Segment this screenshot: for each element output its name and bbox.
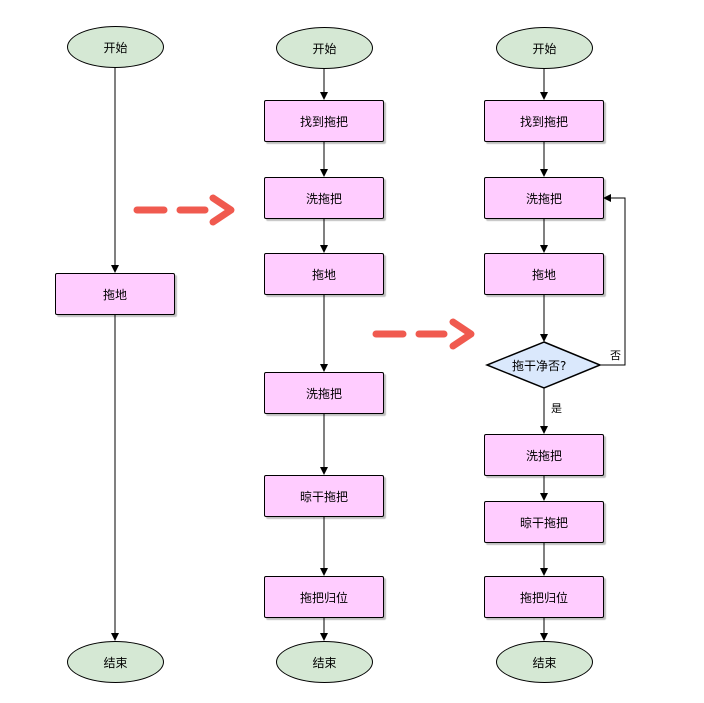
decision-diamond (484, 341, 602, 389)
flow2-mop-step: 拖地 (264, 253, 384, 295)
flow3-dry-mop-step: 晾干拖把 (484, 501, 604, 543)
flow2-return-mop-step: 拖把归位 (264, 576, 384, 618)
flow1-end-terminal: 结束 (67, 641, 164, 683)
flow3-end-terminal: 结束 (496, 641, 593, 683)
transition-arrow-1 (133, 194, 235, 226)
flow3-no-branch-label: 否 (610, 349, 621, 362)
flow1-start-terminal: 开始 (67, 26, 164, 68)
connector-decision-no-loop (600, 194, 626, 366)
flow1-mop-step: 拖地 (55, 273, 175, 315)
flow3-wash-mop-again-step: 洗拖把 (484, 434, 604, 476)
flow3-decision-label: 拖干净否? (512, 359, 567, 373)
flow2-dry-mop-step: 晾干拖把 (264, 475, 384, 517)
flow3-wash-mop-step: 洗拖把 (484, 177, 604, 219)
flow2-end-terminal: 结束 (276, 641, 373, 683)
flow2-find-mop-step: 找到拖把 (264, 100, 384, 142)
flow2-wash-mop-step: 洗拖把 (264, 177, 384, 219)
flow2-start-terminal: 开始 (276, 27, 373, 69)
flow3-start-terminal: 开始 (496, 27, 593, 69)
transition-arrow-2 (372, 318, 475, 350)
flow3-mop-step: 拖地 (484, 253, 604, 295)
flow2-wash-mop-again-step: 洗拖把 (264, 372, 384, 414)
flow3-yes-branch-label: 是 (551, 402, 562, 415)
flow3-return-mop-step: 拖把归位 (484, 576, 604, 618)
flow3-find-mop-step: 找到拖把 (484, 100, 604, 142)
